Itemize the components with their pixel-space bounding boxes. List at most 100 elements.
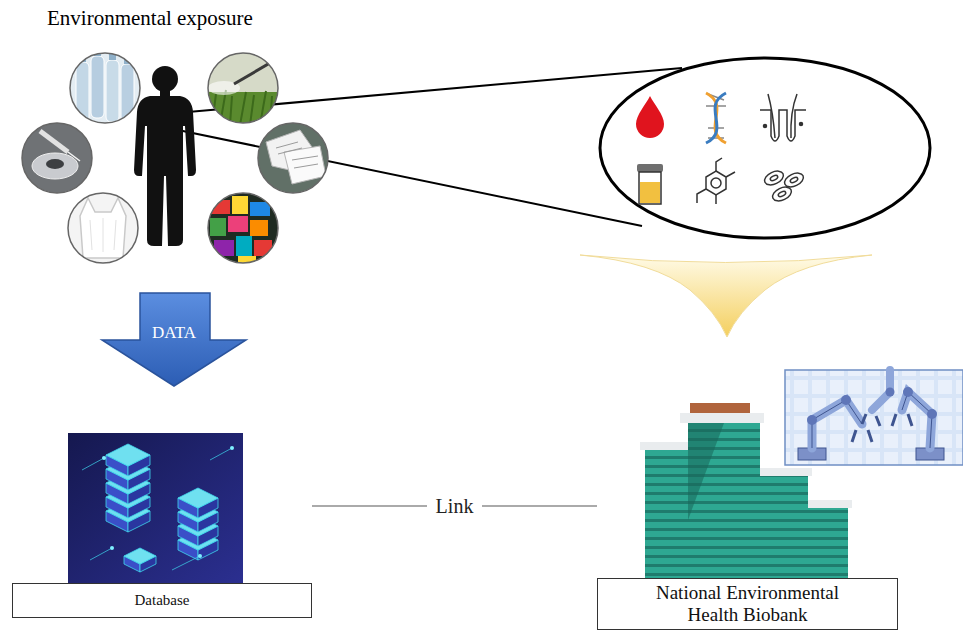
robot-arms-panel-part <box>852 430 872 442</box>
medical-device-photo-part <box>20 121 94 195</box>
blood-drop-icon <box>636 96 664 138</box>
water-bottles-photo-part <box>68 50 142 126</box>
database-illustration-part <box>198 554 202 558</box>
biobank-building-part <box>756 468 812 476</box>
hair-follicle-icon-part <box>768 94 797 138</box>
database-illustration-part <box>230 446 234 450</box>
plastic-toys-photo-part-part <box>250 220 268 236</box>
person-silhouette-part <box>152 66 178 92</box>
robot-arms-panel-part <box>927 409 937 419</box>
plastic-bag-photo-part <box>66 191 140 265</box>
database-illustration-part <box>82 448 232 570</box>
sample-ellipse <box>600 58 930 238</box>
medical-device-photo-part-part <box>32 153 78 179</box>
red-cells-icon-part <box>770 184 793 203</box>
medical-device-photo <box>20 121 94 195</box>
plastic-toys-photo <box>206 191 280 266</box>
arrow-label: DATA <box>134 323 214 343</box>
database-illustration-part <box>106 444 218 572</box>
plastic-toys-photo-part-part <box>232 196 248 214</box>
robot-arms-panel-part <box>862 414 880 426</box>
red-cells-icon-part <box>762 168 785 187</box>
database-illustration <box>68 433 243 583</box>
node-text: National Environmental Health Biobank <box>635 582 860 626</box>
biobank-building-part <box>688 423 760 578</box>
database-illustration-part-part <box>106 444 150 466</box>
molecule-icon-part <box>711 178 721 188</box>
receipts-photo-part-part <box>284 146 326 184</box>
pesticide-spray-photo-part-part <box>212 90 272 125</box>
plastic-toys-photo-part-part <box>206 191 280 265</box>
robot-arms-panel-part <box>903 387 913 397</box>
water-bottles-photo-part-part <box>91 56 104 118</box>
receipts-photo <box>256 121 330 195</box>
biobank-building-part <box>804 500 852 508</box>
red-cells-icon-part <box>790 176 799 183</box>
plastic-toys-photo-part-part <box>210 218 226 236</box>
water-bottles-photo-part-part <box>121 64 134 126</box>
data-arrow-part <box>102 293 246 386</box>
pesticide-spray-photo-part <box>208 53 278 123</box>
sample-ellipse-part <box>600 58 930 238</box>
pesticide-spray-photo <box>206 51 282 126</box>
pesticide-spray-photo-part <box>206 51 282 126</box>
medical-device-photo-part-part <box>20 121 94 195</box>
dna-icon-part <box>706 93 726 143</box>
receipts-photo-part-part <box>256 121 330 195</box>
hair-follicle-icon <box>760 94 806 141</box>
dna-icon-part <box>706 93 726 143</box>
database-illustration-part <box>68 433 243 583</box>
pesticide-spray-photo-part-part <box>234 56 282 84</box>
pesticide-spray-photo-part-part <box>206 51 280 125</box>
robot-arms-panel-part <box>807 415 817 425</box>
robot-arms-panel-part <box>902 392 932 448</box>
red-cells-icon-part <box>770 174 779 181</box>
biobank-building-part <box>680 413 764 423</box>
biobank-building-part <box>808 508 848 578</box>
receipts-photo-part-part <box>276 142 318 168</box>
hair-follicle-icon-part <box>760 110 806 141</box>
plastic-bag-photo <box>66 191 140 265</box>
hair-follicle-icon-part <box>764 125 767 128</box>
data-arrow <box>102 293 246 386</box>
label-box: Database <box>12 583 312 618</box>
plastic-toys-photo-part-part <box>250 202 270 216</box>
section-heading: Environmental exposure <box>47 6 253 31</box>
robot-arms-panel <box>785 370 963 465</box>
person-silhouette-part <box>134 96 196 246</box>
database-illustration-part <box>102 456 106 460</box>
receipts-photo-part <box>256 121 330 195</box>
urine-cup-icon-part <box>640 182 660 203</box>
link-label: Link <box>427 495 483 518</box>
water-bottles-photo-part-part <box>106 60 119 122</box>
medical-device-photo-part-part <box>40 131 68 152</box>
medical-device-photo-part-part <box>68 152 80 161</box>
urine-cup-icon-part <box>637 164 663 172</box>
plastic-toys-photo-part-part <box>228 216 248 232</box>
robot-arms-panel-part <box>812 400 862 448</box>
robot-arms-panel-part <box>812 400 862 448</box>
person-silhouette <box>134 66 196 246</box>
plastic-toys-photo-part-part <box>236 236 252 256</box>
water-bottles-photo-part-part <box>68 51 142 125</box>
database-illustration-part-part <box>124 548 156 564</box>
biobank-building-part <box>645 450 690 578</box>
molecule-icon <box>697 158 735 204</box>
database-illustration-part <box>110 546 114 550</box>
red-cells-icon <box>762 168 805 203</box>
node-card: Database <box>12 433 312 618</box>
plastic-bag-photo-part <box>68 193 138 263</box>
funnel-arrow-part <box>580 255 872 337</box>
hair-follicle-icon-part <box>800 123 803 126</box>
funnel-arrow <box>580 255 872 337</box>
node-card: National Environmental Health Biobank <box>597 400 898 630</box>
database-illustration-part-part <box>178 488 218 508</box>
blood-drop-icon-part <box>636 96 664 138</box>
dna-icon <box>706 93 726 143</box>
red-cells-icon-part <box>778 190 787 197</box>
plastic-toys-photo-part-part <box>214 240 234 256</box>
